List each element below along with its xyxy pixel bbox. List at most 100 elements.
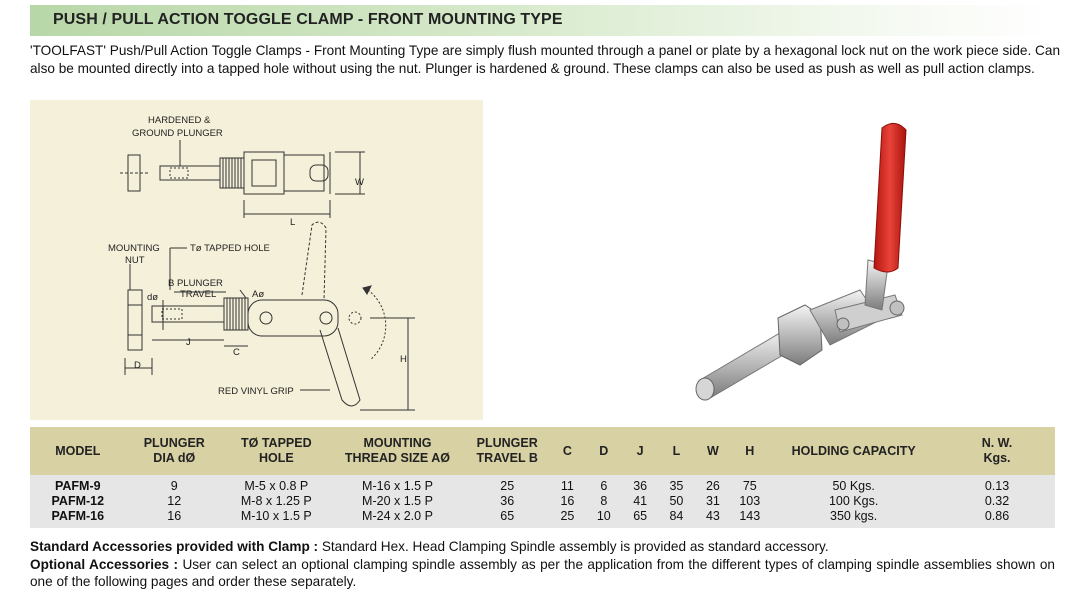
optional-accessories-label: Optional Accessories : xyxy=(30,556,179,572)
table-cell: 31 xyxy=(694,494,732,509)
table-cell: 11 xyxy=(549,475,586,494)
table-cell: M-20 x 1.5 P xyxy=(329,494,466,509)
footer-notes: Standard Accessories provided with Clamp… xyxy=(30,538,1055,591)
header-line: W xyxy=(707,443,719,458)
label-dim-w: W xyxy=(355,177,364,188)
table-cell: 43 xyxy=(694,509,732,528)
table-cell: 75 xyxy=(731,475,769,494)
label-mounting: MOUNTING xyxy=(108,243,160,254)
header-line: Kgs. xyxy=(983,451,1011,465)
label-travel: TRAVEL xyxy=(180,289,216,300)
table-cell: 103 xyxy=(731,494,769,509)
table-cell: 35 xyxy=(658,475,695,494)
table-cell: 350 kgs. xyxy=(768,509,939,528)
table-header-cell: D xyxy=(585,427,623,475)
top-body xyxy=(243,151,285,195)
table-cell: 36 xyxy=(622,475,659,494)
label-nut: NUT xyxy=(125,255,145,266)
table-cell: 16 xyxy=(549,494,586,509)
label-dim-a: Aø xyxy=(252,289,264,300)
technical-drawing: HARDENED & GROUND PLUNGER W L MOUNTING N… xyxy=(30,100,483,420)
table-header-cell: MODEL xyxy=(30,427,126,475)
side-hex-nut xyxy=(127,289,143,351)
table-cell: 26 xyxy=(694,475,732,494)
label-dim-c: C xyxy=(233,347,240,358)
header-line: THREAD SIZE AØ xyxy=(344,451,451,465)
title-bar: PUSH / PULL ACTION TOGGLE CLAMP - FRONT … xyxy=(30,5,1055,36)
label-plunger-travel: B PLUNGER xyxy=(168,278,223,289)
table-header-cell: HOLDING CAPACITY xyxy=(768,427,939,475)
page-title: PUSH / PULL ACTION TOGGLE CLAMP - FRONT … xyxy=(53,11,563,28)
label-dim-h: H xyxy=(400,354,407,365)
table-cell: M-5 x 0.8 P xyxy=(222,475,330,494)
header-line: H xyxy=(745,443,755,458)
table-header-cell: H xyxy=(731,427,769,475)
table-cell: M-24 x 2.0 P xyxy=(329,509,466,528)
label-ground-plunger: GROUND PLUNGER xyxy=(132,128,223,139)
clamp-photo xyxy=(695,123,907,401)
table-cell: 84 xyxy=(658,509,695,528)
header-line: HOLDING CAPACITY xyxy=(791,443,916,458)
table-cell: 6 xyxy=(585,475,623,494)
table-header-cell: W xyxy=(694,427,732,475)
table-cell: M-10 x 1.5 P xyxy=(222,509,330,528)
header-line: PLUNGER xyxy=(143,436,205,450)
table-cell: 50 Kgs. xyxy=(768,475,939,494)
model-cell: PAFM-12 xyxy=(30,494,126,509)
top-link xyxy=(283,154,325,192)
table-cell: 0.13 xyxy=(938,475,1055,494)
header-line: MODEL xyxy=(55,443,101,458)
side-link xyxy=(247,299,339,337)
header-line: J xyxy=(636,443,644,458)
table-cell: 143 xyxy=(731,509,769,528)
handle-up-outline xyxy=(301,221,327,301)
intro-paragraph: 'TOOLFAST' Push/Pull Action Toggle Clamp… xyxy=(30,43,1060,76)
header-line: L xyxy=(672,443,681,458)
photo-red-grip xyxy=(873,123,907,273)
top-plunger xyxy=(159,165,221,181)
header-line: DIA dØ xyxy=(153,451,196,465)
table-cell: 0.32 xyxy=(938,494,1055,509)
table-header-cell: C xyxy=(549,427,586,475)
header-line: C xyxy=(562,443,572,458)
table-cell: 100 Kgs. xyxy=(768,494,939,509)
drawing-svg: HARDENED & GROUND PLUNGER W L MOUNTING N… xyxy=(108,115,415,411)
table-cell: 50 xyxy=(658,494,695,509)
label-dim-l: L xyxy=(290,217,295,228)
handle-down xyxy=(319,327,361,407)
header-line: HOLE xyxy=(258,451,294,465)
optional-accessories: Optional Accessories : User can select a… xyxy=(30,556,1055,591)
label-tapped-hole: Tø TAPPED HOLE xyxy=(190,243,270,254)
table-cell: M-8 x 1.25 P xyxy=(222,494,330,509)
table-header-cell: J xyxy=(622,427,659,475)
photo-hex-nut xyxy=(777,304,823,366)
optional-accessories-text: User can select an optional clamping spi… xyxy=(30,556,1055,590)
table-cell: 10 xyxy=(585,509,623,528)
label-dim-d: D xyxy=(134,360,141,371)
table-cell: 25 xyxy=(465,475,550,494)
table-cell: 12 xyxy=(125,494,223,509)
header-line: N. W. xyxy=(981,436,1013,450)
standard-accessories-label: Standard Accessories provided with Clamp… xyxy=(30,539,319,554)
table-cell: 65 xyxy=(465,509,550,528)
header-line: TRAVEL B xyxy=(476,451,538,465)
standard-accessories-text: Standard Hex. Head Clamping Spindle asse… xyxy=(318,539,829,554)
table-cell: 0.86 xyxy=(938,509,1055,528)
table-cell: 8 xyxy=(585,494,623,509)
table-cell: M-16 x 1.5 P xyxy=(329,475,466,494)
table-cell: 9 xyxy=(125,475,223,494)
table-cell: 41 xyxy=(622,494,659,509)
table-header-cell: N. W.Kgs. xyxy=(938,427,1055,475)
header-line: D xyxy=(599,443,609,458)
table-cell: 16 xyxy=(125,509,223,528)
table-cell: 36 xyxy=(465,494,550,509)
label-dim-j: J xyxy=(186,337,191,348)
